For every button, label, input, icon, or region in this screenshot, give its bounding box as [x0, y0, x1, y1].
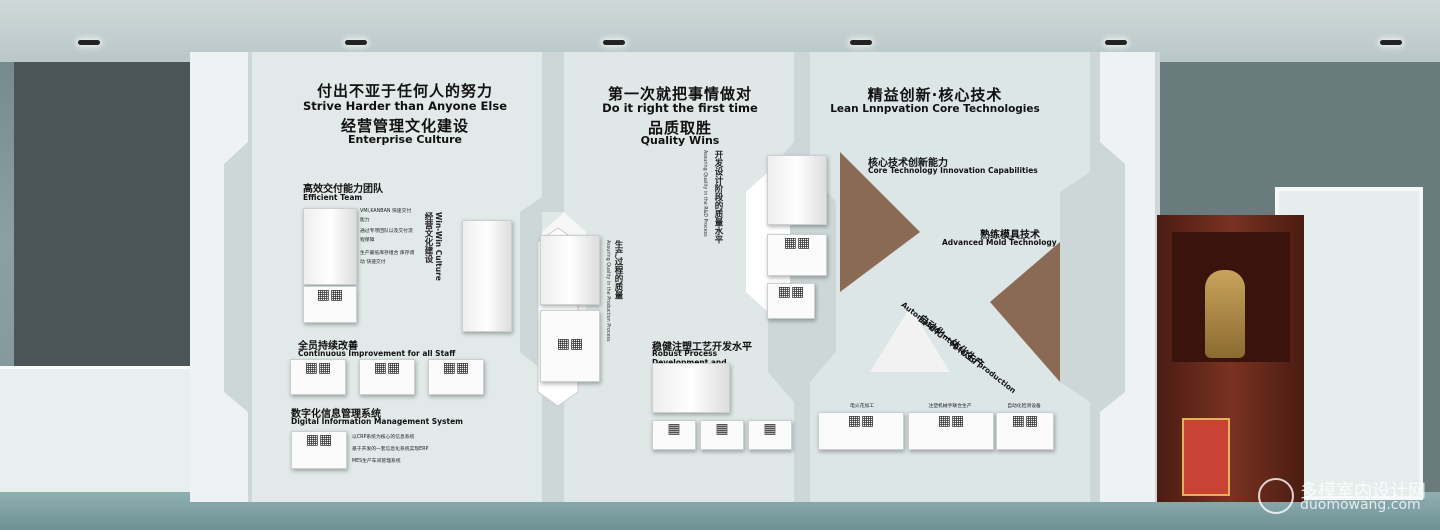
- product-photo: [303, 208, 357, 285]
- robust-heading: 稳健注塑工艺开发水平: [652, 342, 752, 353]
- prod-heading: 生产过程的质量: [613, 240, 623, 300]
- left-panel-subtitle: 经营管理文化建设: [340, 117, 469, 135]
- dim-heading-en: Digital Information Management System: [291, 417, 464, 426]
- dim-heading: 数字化信息管理系统: [291, 409, 381, 420]
- winwin-heading: 经营文化建设: [423, 212, 433, 263]
- ceiling-light: [345, 40, 367, 45]
- product-photo: ▦▦: [359, 359, 415, 395]
- team-bullet: VMI,KANBAN 快速交付能力: [360, 209, 412, 223]
- left-wall-recess: [14, 62, 190, 366]
- right-panel-title-en: Lean Lnnpvation Core Technologies: [830, 103, 1040, 115]
- watermark-url: duomowang.com: [1300, 497, 1421, 513]
- right-panel-title: 精益创新·核心技术: [867, 86, 1003, 104]
- left-panel-subtitle-en: Enterprise Culture: [347, 133, 463, 146]
- ceiling-light: [1105, 40, 1127, 45]
- product-photo: ▦▦: [290, 359, 346, 395]
- product-photo: [540, 235, 600, 305]
- middle-panel: [542, 52, 794, 502]
- product-photo: ▦▦: [767, 283, 815, 319]
- product-photo: ▦▦: [767, 234, 827, 276]
- product-photo: ▦▦: [428, 359, 484, 395]
- team-heading: 高效交付能力团队: [303, 184, 383, 195]
- bottom-label: 自动化检测设备: [1007, 404, 1041, 409]
- rd-heading: 开发设计阶段的质量水平: [713, 150, 723, 244]
- product-photo: ▦: [748, 420, 792, 450]
- watermark: 多模室内设计网: [1300, 481, 1426, 502]
- mid-panel-title: 第一次就把事情做对: [607, 85, 752, 103]
- mold-heading-en: Advanced Mold Technology: [942, 238, 1057, 247]
- ceiling-light: [850, 40, 872, 45]
- staff-heading-en: Continuous Improvement for all Staff: [298, 349, 456, 358]
- winwin-heading-en: Win-Win Culture: [434, 212, 443, 281]
- product-photo: ▦▦: [908, 412, 994, 450]
- right-bracket: [1100, 52, 1155, 502]
- ceiling-light: [78, 40, 100, 45]
- team-heading-en: Efficient Team: [303, 193, 363, 202]
- product-photo: ▦▦: [303, 286, 357, 323]
- bottom-label: 电火花加工: [850, 404, 874, 409]
- mid-panel-title-en: Do it right the first time: [602, 101, 758, 115]
- product-photo: ▦: [700, 420, 744, 450]
- statue-figure: [1205, 270, 1245, 358]
- watermark-logo-icon: [1258, 478, 1294, 514]
- product-photo: [652, 363, 730, 413]
- bottom-label: 注塑机械手联合生产: [928, 404, 972, 409]
- left-cabinet: [0, 366, 190, 509]
- product-photo: ▦▦: [291, 431, 347, 469]
- dim-bullet: 以CRP系统为核心的信息系统: [352, 435, 415, 440]
- mid-panel-subtitle: 品质取胜: [647, 119, 712, 137]
- prod-heading-en: Assuring Quality in the Production Proce…: [605, 240, 610, 342]
- mid-panel-subtitle-en: Quality Wins: [640, 134, 720, 147]
- mold-heading: 熟练模具技术: [980, 230, 1040, 241]
- right-panel: [810, 52, 1090, 502]
- product-photo: [462, 220, 512, 332]
- plaque: [1182, 418, 1230, 496]
- core-heading: 核心技术创新能力: [868, 158, 948, 169]
- core-heading-en: Core Technology Innovation Capabilities: [868, 166, 1038, 175]
- product-photo: ▦▦: [818, 412, 904, 450]
- left-bracket: [190, 52, 248, 502]
- ceiling: [0, 0, 1440, 62]
- ceiling-light: [603, 40, 625, 45]
- left-panel-title-en: Strive Harder than Anyone Else: [302, 99, 507, 113]
- team-bullet: 生产最低库存组合 库存调动 快速交付: [360, 251, 415, 265]
- left-panel-title: 付出不亚于任何人的努力: [316, 82, 493, 100]
- staff-heading: 全员持续改善: [298, 341, 358, 352]
- ceiling-light: [1380, 40, 1402, 45]
- product-photo: [767, 155, 827, 225]
- product-photo: ▦▦: [996, 412, 1054, 450]
- rd-heading-en: Assuring Quality in the R&D Process: [702, 150, 707, 237]
- product-photo: ▦: [652, 420, 696, 450]
- team-bullet: 通过专项团队以及交付流程保障: [360, 229, 413, 243]
- product-photo: ▦▦: [540, 310, 600, 382]
- dim-bullet: MES生产车间管理系统: [352, 459, 401, 464]
- dim-bullet: 基于开发的一套信息化系统实现ERP: [352, 447, 429, 452]
